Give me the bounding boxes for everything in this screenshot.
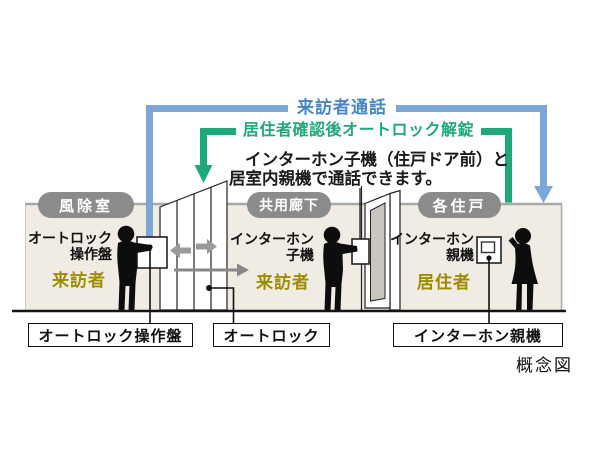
- connector-dot: [486, 255, 492, 261]
- intercom-child-label-line1: インターホン: [230, 231, 314, 247]
- walk-direction-arrow-icon: [174, 263, 249, 277]
- intercom-child-device: [351, 188, 370, 265]
- intercom-parent-device: [476, 236, 502, 324]
- intercom-parent-label: インターホン 親機: [390, 231, 474, 263]
- intercom-child-label: インターホン 子機: [230, 231, 314, 263]
- intercom-child-label-line2: 子機: [286, 246, 314, 263]
- intercom-parent-label-line2: 親機: [446, 246, 474, 263]
- autolock-panel-label: オートロック 操作盤: [28, 230, 112, 262]
- autolock-door: [159, 180, 228, 311]
- intercom-parent-label-line1: インターホン: [390, 231, 474, 247]
- visitor-call-label: 来訪者通話: [288, 97, 396, 119]
- autolock-panel-label-line2: 操作盤: [70, 245, 112, 262]
- unit-door: [360, 186, 401, 311]
- door-slide-arrows-icon: [170, 239, 217, 258]
- resident-label: 居住者: [417, 273, 471, 292]
- callout-autolock-panel: オートロック操作盤: [28, 323, 193, 347]
- visitor1-label: 来訪者: [52, 271, 106, 290]
- note-line1: インターホン子機（住戸ドア前）と: [245, 151, 509, 169]
- visitor-silhouette-2: [323, 226, 358, 311]
- diagram-caption: 概念図: [516, 356, 573, 375]
- zone-pill-unit: 各住戸: [418, 192, 501, 218]
- wall-background: [25, 205, 563, 311]
- visitor-silhouette-1: [117, 225, 152, 310]
- callout-autolock: オートロック: [213, 323, 330, 347]
- note-line2: 居室内親機で通話できます。: [229, 170, 442, 188]
- visitor2-label: 来訪者: [256, 273, 310, 292]
- callout-intercom-parent: インターホン親機: [393, 323, 563, 347]
- zone-pill-windbreak: 風除室: [38, 192, 134, 218]
- zone-pill-corridor: 共用廊下: [247, 192, 331, 218]
- autolock-panel-label-line1: オートロック: [28, 230, 112, 246]
- resident-silhouette: [508, 228, 538, 310]
- unlock-label: 居住者確認後オートロック解錠: [236, 120, 482, 141]
